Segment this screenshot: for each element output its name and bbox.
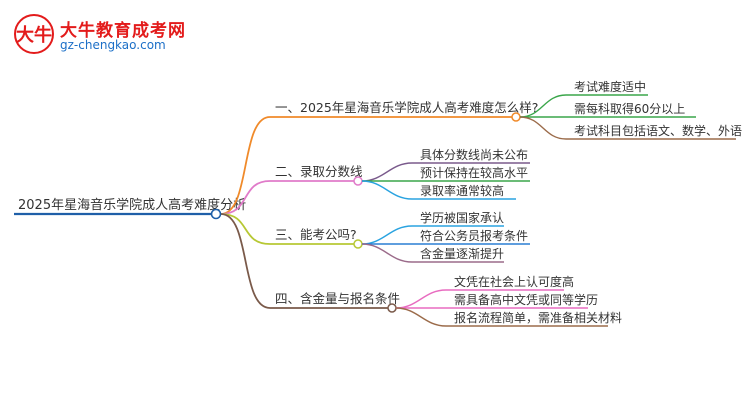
leaf-connector-1-3 [519,116,567,140]
branch-connector-1 [220,116,271,215]
leaf-label-1-2: 需每科取得60分以上 [574,101,685,116]
leaf-label-4-1: 文凭在社会上认可度高 [454,274,574,289]
branch-label-1: 一、2025年星海音乐学院成人高考难度怎么样? [275,100,538,115]
leaf-label-1-3: 考试科目包括语文、数学、外语 [574,123,742,138]
leaf-label-3-2: 符合公务员报考条件 [420,228,528,243]
leaf-label-3-3: 含金量逐渐提升 [420,246,504,261]
root-label: 2025年星海音乐学院成人高考难度分析 [18,197,246,213]
root-node [210,208,222,220]
branch-node-4 [387,303,397,313]
leaf-connector-3-1 [361,225,413,245]
branch-label-3: 三、能考公吗? [275,227,357,242]
leaf-label-2-3: 录取率通常较高 [420,183,504,198]
leaf-label-1-1: 考试难度适中 [574,79,646,94]
leaf-label-3-1: 学历被国家承认 [420,210,504,225]
leaf-label-2-1: 具体分数线尚未公布 [420,147,528,162]
branch-label-2: 二、录取分数线 [275,164,363,179]
branch-node-2 [353,176,363,186]
leaf-label-2-2: 预计保持在较高水平 [420,165,528,180]
branch-node-3 [353,239,363,249]
leaf-connector-2-3 [361,180,413,200]
leaf-connector-4-1 [395,289,447,309]
logo-url: gz-chengkao.com [60,38,166,52]
branch-label-4: 四、含金量与报名条件 [275,291,400,306]
leaf-label-4-2: 需具备高中文凭或同等学历 [454,292,598,307]
leaf-connector-2-1 [361,162,413,182]
branch-connector-2 [220,180,271,215]
logo-title: 大牛教育成考网 [60,21,186,41]
branch-node-1 [511,112,521,122]
leaf-connector-4-3 [395,307,447,327]
leaf-connector-3-3 [361,243,413,263]
leaf-label-4-3: 报名流程简单，需准备相关材料 [454,310,622,325]
branch-connector-3 [220,213,271,245]
site-logo[interactable]: 大牛 大牛教育成考网 gz-chengkao.com [14,14,214,56]
branch-connector-4 [220,213,271,309]
logo-mark-icon: 大牛 [14,14,54,54]
